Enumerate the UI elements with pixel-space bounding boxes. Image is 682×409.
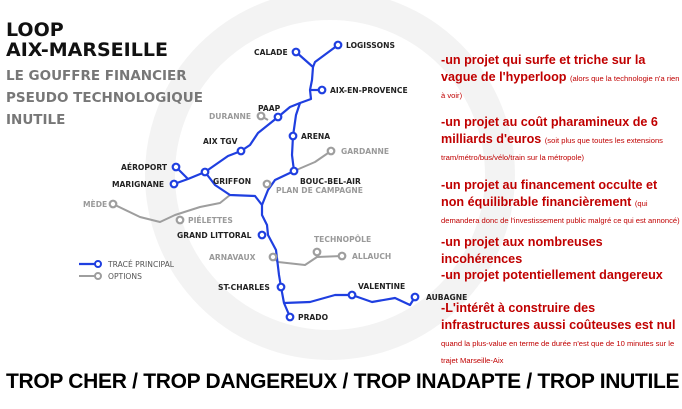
station-label-valentine: VALENTINE (358, 282, 405, 291)
main-line-griffon (204, 171, 263, 206)
station-label-boucbelair: BOUC-BEL-AIR (300, 177, 361, 186)
argument-3: -un projet au financement occulte et non… (441, 178, 680, 225)
legend-options-label: OPTIONS (108, 272, 142, 281)
station-label-pielettes: PIÉLETTES (188, 216, 233, 225)
station-label-mede: MÈDE (83, 200, 107, 209)
station-label-aubagne: AUBAGNE (426, 293, 467, 302)
station-label-prado: PRADO (298, 313, 329, 322)
station-marker-aubagne (410, 292, 420, 302)
station-marker-boucbelair (289, 166, 299, 176)
argument-5: -un projet potentiellement dangereux (441, 268, 663, 282)
station-marker-calade (291, 47, 301, 57)
station-label-aeroport: AÉROPORT (121, 163, 168, 172)
station-marker-arena (288, 131, 298, 141)
station-marker-pielettes (175, 215, 185, 225)
option-line-allauch (272, 255, 343, 266)
station-marker-valentine (347, 290, 357, 300)
station-label-plandecampagne: PLAN DE CAMPAGNE (276, 186, 363, 195)
option-line-mede (112, 194, 231, 223)
station-label-aix: AIX-EN-PROVENCE (330, 86, 408, 95)
station-label-gardanne: GARDANNE (341, 147, 389, 156)
station-label-calade: CALADE (254, 48, 288, 57)
main-line-aubagne (283, 293, 416, 307)
station-label-allauch: ALLAUCH (352, 252, 391, 261)
argument-4: -un projet aux nombreuses incohérences (441, 235, 603, 266)
station-marker-aeroport (171, 162, 181, 172)
station-marker-technopole (312, 247, 322, 257)
watermark-logo (145, 0, 515, 360)
station-label-stcharles: ST-CHARLES (218, 283, 270, 292)
title-aix-marseille: AIX-MARSEILLE (6, 39, 168, 61)
legend-option-marker (94, 272, 102, 280)
station-label-arena: ARENA (301, 132, 330, 141)
station-marker-aix (317, 85, 327, 95)
station-marker-logissons (333, 40, 343, 50)
station-marker-griffon (200, 167, 210, 177)
station-label-aixtgv: AIX TGV (203, 137, 238, 146)
station-label-grandlittoral: GRAND LITTORAL (177, 231, 252, 240)
argument-1: -un projet qui surfe et triche sur la va… (441, 53, 680, 100)
station-label-griffon: GRIFFON (213, 177, 251, 186)
argument-6: -L'intérêt à construire des infrastructu… (441, 301, 676, 365)
legend-main-label: TRACÉ PRINCIPAL (107, 260, 175, 269)
station-label-technopole: TECHNOPÔLE (314, 235, 371, 244)
station-label-paap: PAAP (258, 104, 281, 113)
station-marker-aixtgv (236, 146, 246, 156)
subtitle-line-2: PSEUDO TECHNOLOGIQUE (6, 90, 203, 106)
station-marker-duranne (256, 111, 266, 121)
station-marker-plandecampagne (262, 179, 272, 189)
subtitle-line-1: LE GOUFFRE FINANCIER (6, 68, 187, 84)
station-label-arnavaux: ARNAVAUX (209, 253, 256, 262)
station-marker-prado (285, 312, 295, 322)
station-marker-marignane (169, 179, 179, 189)
station-marker-allauch (337, 251, 347, 261)
argument-2: -un projet au coût pharamineux de 6 mill… (441, 115, 663, 162)
main-line-logissons (311, 44, 339, 68)
footer-slogan: TROP CHER / TROP DANGEREUX / TROP INADAP… (6, 370, 680, 393)
subtitle-line-3: INUTILE (6, 112, 66, 128)
station-marker-stcharles (276, 282, 286, 292)
station-label-marignane: MARIGNANE (112, 180, 164, 189)
legend-main-marker (94, 260, 102, 268)
station-marker-mede (108, 199, 118, 209)
station-marker-arnavaux (268, 252, 278, 262)
title-loop: LOOP (6, 19, 64, 41)
option-line-gardanne (293, 150, 332, 172)
station-label-logissons: LOGISSONS (346, 41, 395, 50)
station-marker-paap (273, 112, 283, 122)
station-marker-grandlittoral (257, 230, 267, 240)
main-line-south (260, 102, 302, 318)
station-marker-gardanne (326, 146, 336, 156)
station-label-duranne: DURANNE (209, 112, 251, 121)
